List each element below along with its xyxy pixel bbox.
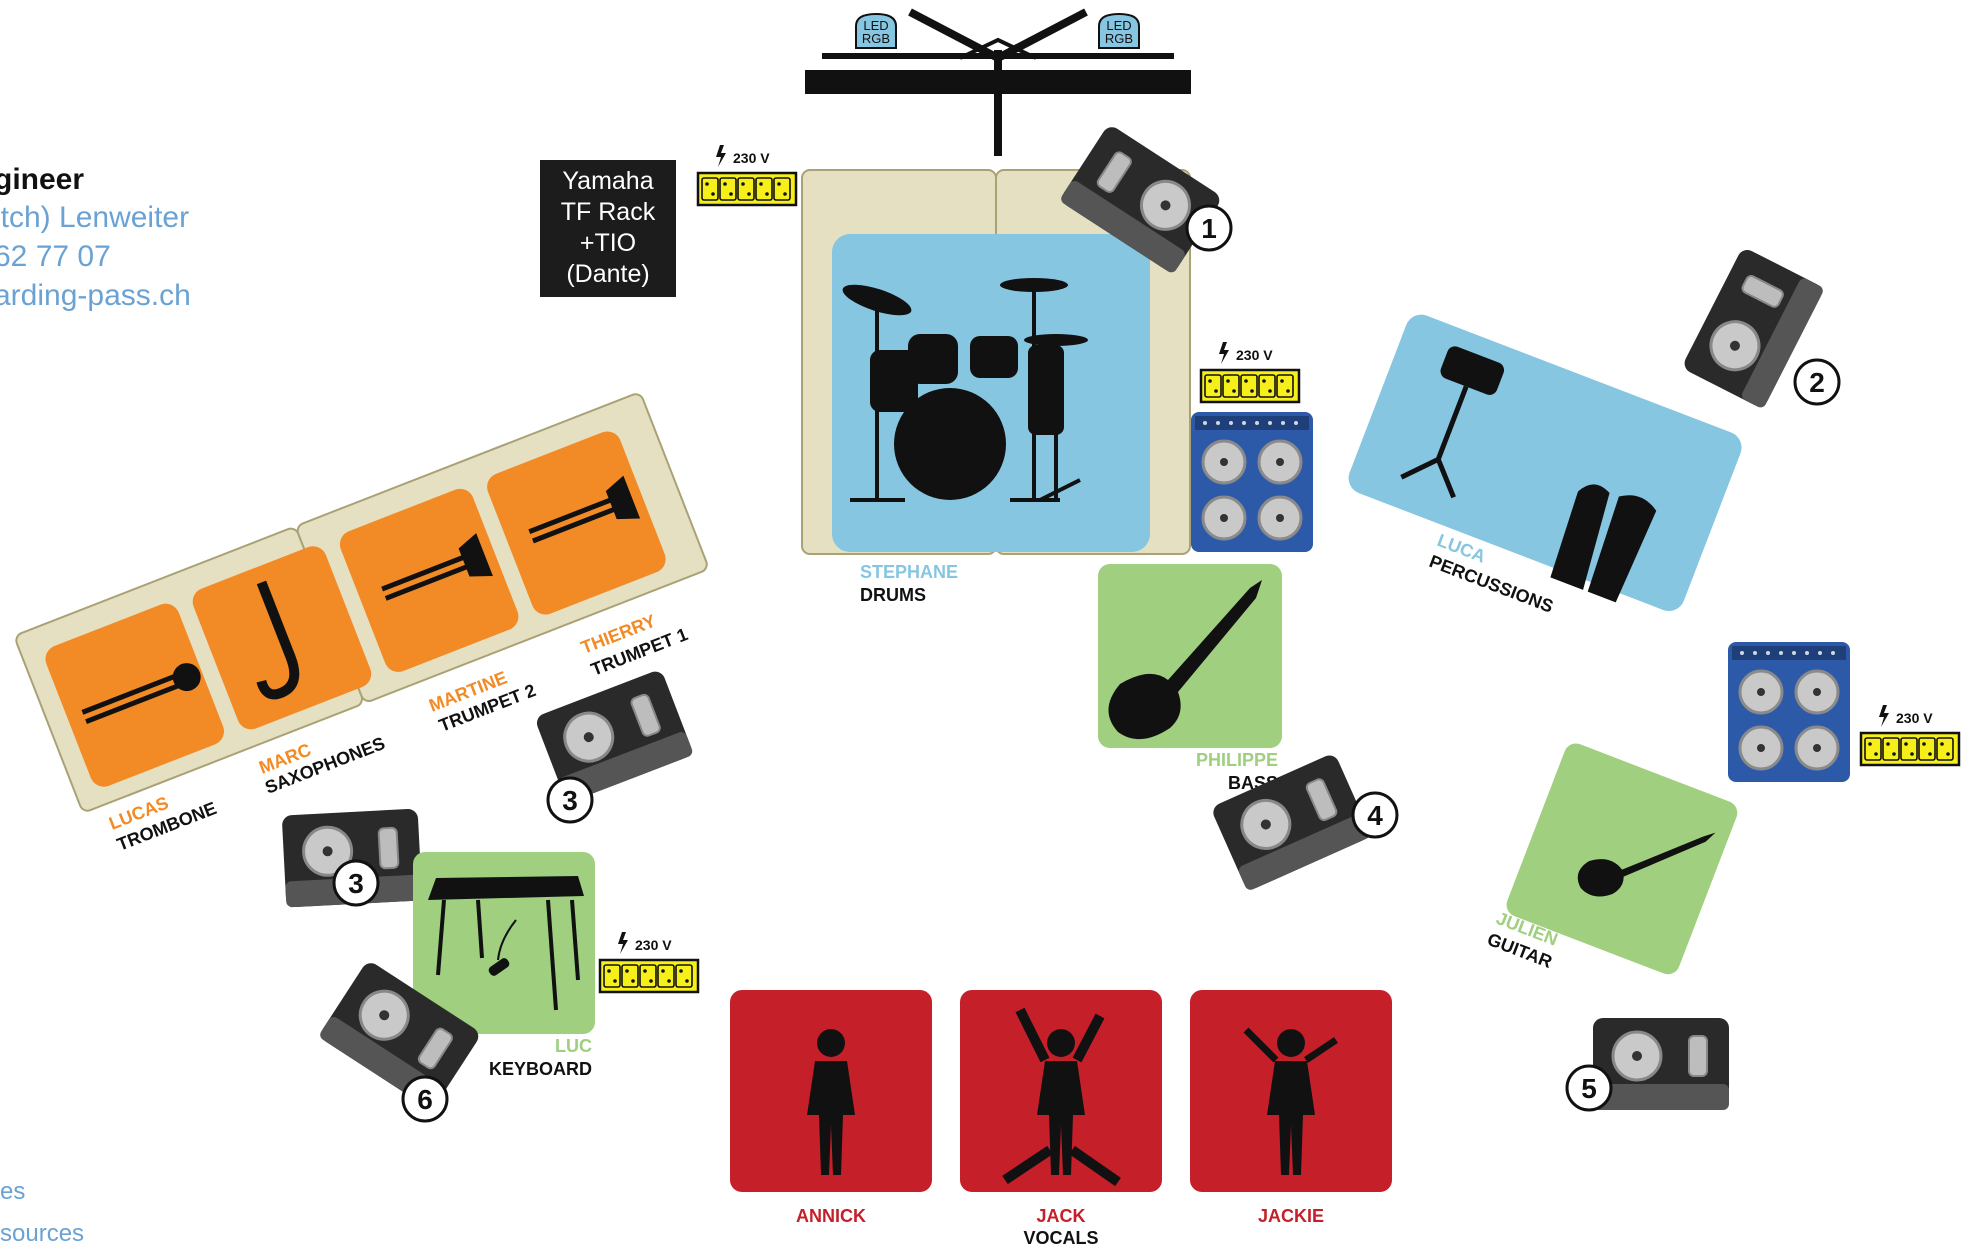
monitor-1-badge: 1 bbox=[1185, 204, 1233, 252]
vocal-area-1 bbox=[730, 990, 932, 1192]
monitor-5-badge: 5 bbox=[1565, 1064, 1613, 1112]
bass-area bbox=[1098, 564, 1282, 748]
trumpet-1-icon bbox=[528, 475, 641, 544]
led-rgb-right: LED RGB bbox=[1098, 12, 1140, 49]
bass-guitar-icon bbox=[1108, 580, 1262, 740]
keyboard-name: LUC bbox=[555, 1036, 592, 1056]
svg-text:230 V: 230 V bbox=[1236, 347, 1273, 363]
monitor-3b-badge: 3 bbox=[332, 859, 380, 907]
monitor-4-badge: 4 bbox=[1351, 791, 1399, 839]
trombone-icon bbox=[81, 663, 201, 725]
rack-line-2: TF Rack bbox=[560, 198, 656, 226]
footer-link-2[interactable]: sources bbox=[0, 1220, 85, 1247]
led-rgb-left: LED RGB bbox=[855, 12, 897, 49]
guitar-area bbox=[1506, 743, 1738, 975]
percussion-area bbox=[1348, 314, 1742, 612]
svg-text:230 V: 230 V bbox=[1896, 710, 1933, 726]
guitar-amp bbox=[1726, 640, 1852, 784]
keyboard-role: KEYBOARD bbox=[489, 1059, 592, 1079]
vocal3-name: JACKIE bbox=[1258, 1206, 1324, 1226]
saxophone-icon bbox=[256, 580, 300, 700]
drumkit-icon bbox=[842, 278, 1088, 502]
trombone-area bbox=[45, 603, 225, 787]
rack-line-3: +TIO bbox=[579, 229, 637, 257]
footer-link-1[interactable]: es bbox=[0, 1178, 26, 1205]
bass-amp bbox=[1189, 410, 1315, 554]
vocal2-name: JACK bbox=[1036, 1206, 1085, 1226]
power-label: 230 V bbox=[733, 150, 770, 166]
svg-text:6: 6 bbox=[417, 1084, 433, 1115]
vocal2-role: VOCALS bbox=[1023, 1228, 1098, 1244]
drums-name: STEPHANE bbox=[860, 562, 958, 582]
horn-riser bbox=[15, 393, 708, 812]
led-label-4: RGB bbox=[1105, 31, 1133, 46]
svg-text:3: 3 bbox=[348, 868, 364, 899]
singer-2-icon bbox=[1002, 1007, 1121, 1187]
svg-text:1: 1 bbox=[1201, 213, 1217, 244]
contact-name: itch) Lenweiter bbox=[0, 201, 190, 234]
svg-text:230 V: 230 V bbox=[635, 937, 672, 953]
contact-email[interactable]: arding-pass.ch bbox=[0, 279, 191, 312]
power-strip-bass: 230 V bbox=[1199, 342, 1301, 404]
power-strip-keyboard: 230 V bbox=[598, 932, 700, 994]
monitor-2-badge: 2 bbox=[1793, 358, 1841, 406]
svg-text:5: 5 bbox=[1581, 1073, 1597, 1104]
monitor-6-badge: 6 bbox=[401, 1075, 449, 1123]
power-strip-guitar: 230 V bbox=[1859, 705, 1961, 767]
vocal-area-3 bbox=[1190, 990, 1392, 1192]
trumpet-2-icon bbox=[381, 533, 493, 601]
mixer-rack: Yamaha TF Rack +TIO (Dante) bbox=[540, 160, 676, 297]
singer-3-icon bbox=[1243, 1027, 1338, 1175]
keyboard-icon bbox=[428, 876, 584, 1011]
svg-text:3: 3 bbox=[562, 785, 578, 816]
guitar-icon bbox=[1577, 832, 1716, 897]
vocal-area-2 bbox=[960, 990, 1162, 1192]
contact-phone: 62 77 07 bbox=[0, 240, 111, 273]
led-truss bbox=[805, 8, 1191, 156]
engineer-contact: gineer itch) Lenweiter 62 77 07 arding-p… bbox=[0, 162, 191, 315]
power-strip-rack: 230 V bbox=[696, 145, 798, 207]
contact-role: gineer bbox=[0, 163, 85, 196]
bass-name: PHILIPPE bbox=[1196, 750, 1278, 770]
led-label-2: RGB bbox=[862, 31, 890, 46]
rack-line-4: (Dante) bbox=[566, 260, 650, 288]
monitor-5 bbox=[1591, 1016, 1731, 1112]
monitor-3a-badge: 3 bbox=[546, 776, 594, 824]
drums-area bbox=[832, 234, 1150, 552]
keyboard-area bbox=[413, 852, 595, 1034]
rack-line-1: Yamaha bbox=[562, 167, 654, 195]
svg-text:4: 4 bbox=[1367, 800, 1383, 831]
drums-role: DRUMS bbox=[860, 585, 926, 605]
led-label-3: LED bbox=[1106, 18, 1131, 33]
led-label-1: LED bbox=[863, 18, 888, 33]
vocal1-name: ANNICK bbox=[796, 1206, 866, 1226]
congas-icon bbox=[1400, 346, 1657, 603]
svg-text:2: 2 bbox=[1809, 367, 1825, 398]
